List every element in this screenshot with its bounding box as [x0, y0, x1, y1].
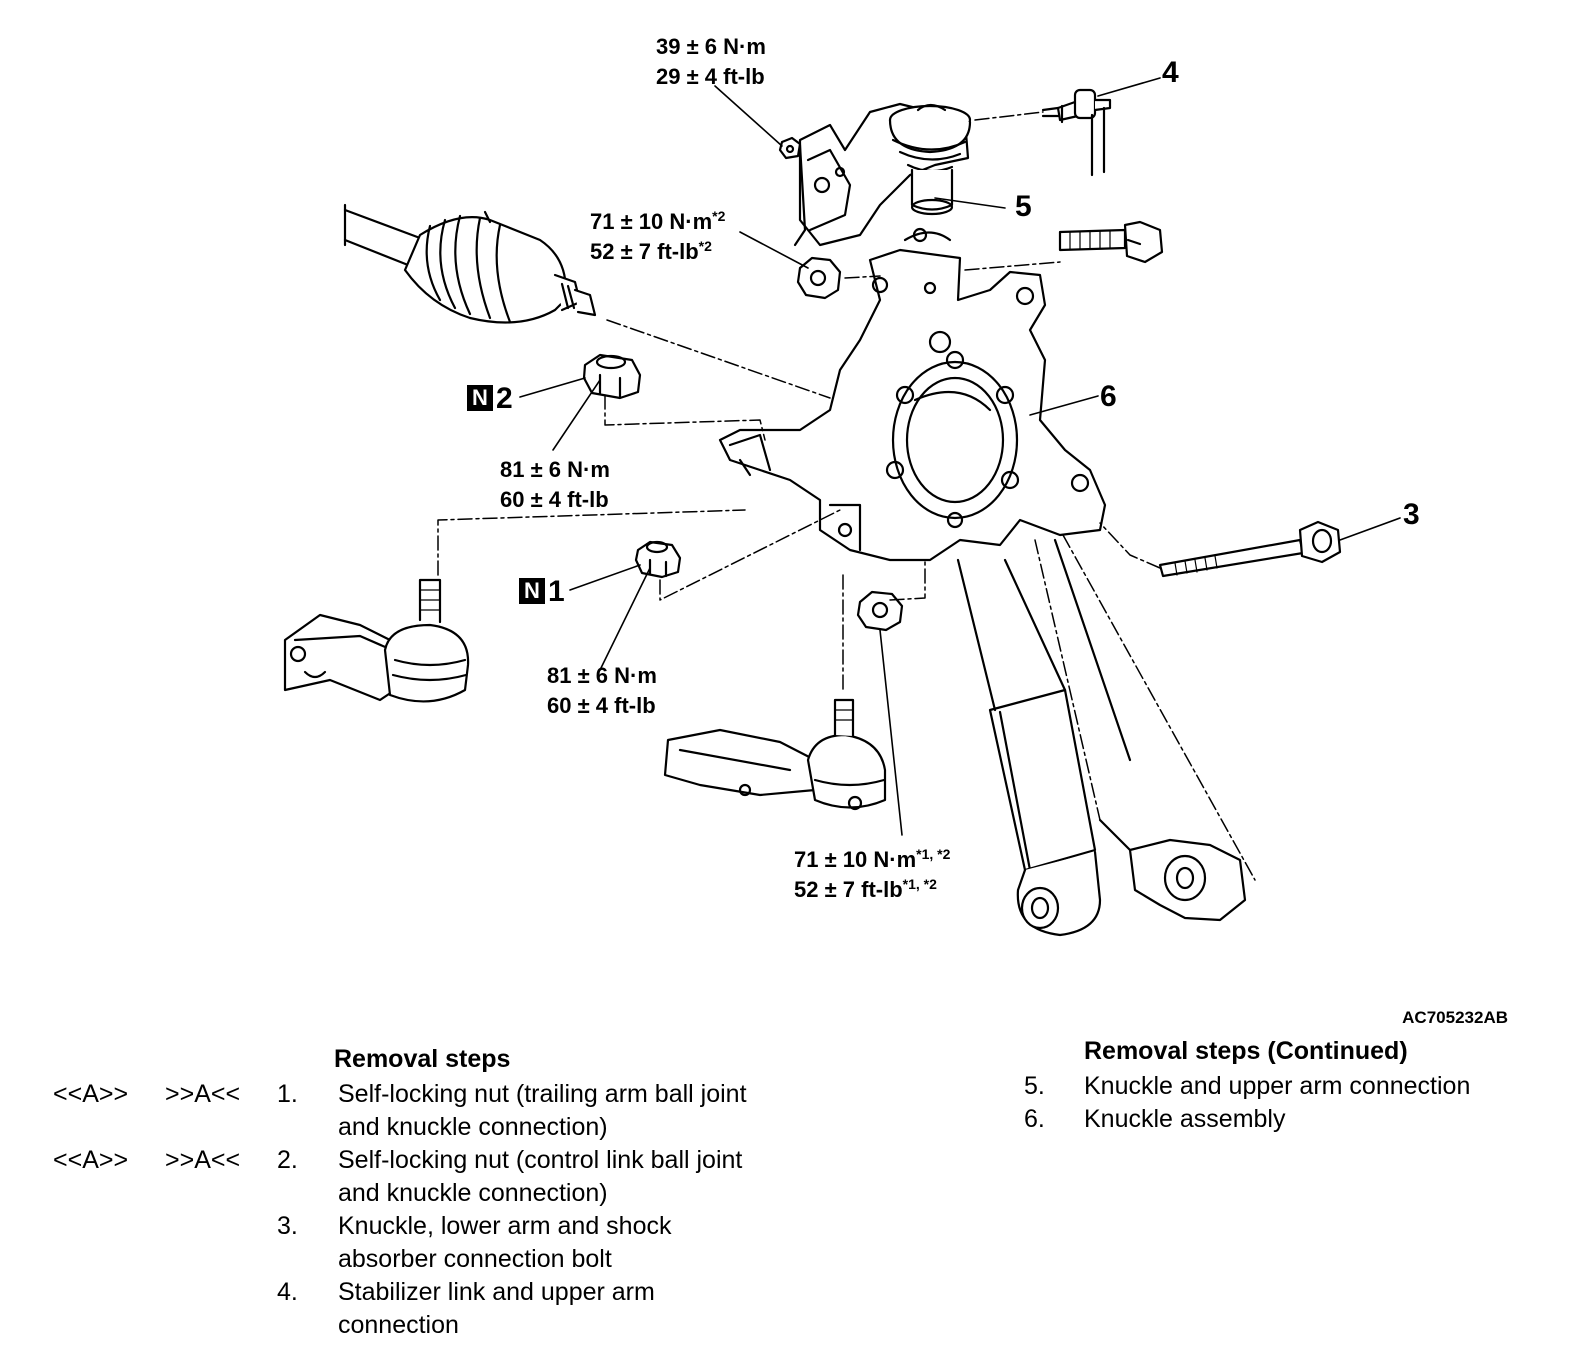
lower-arm-bushing-part — [1098, 818, 1247, 922]
torque-callout-upper-nut: 39 ± 6 N·m 29 ± 4 ft-lb — [656, 32, 766, 92]
step-text: Self-locking nut (trailing arm ball join… — [338, 1080, 747, 1141]
drive-shaft-part — [343, 203, 597, 324]
torque-nm: 81 ± 6 N·m — [500, 457, 610, 482]
torque-ftlb: 60 ± 4 ft-lb — [547, 693, 656, 718]
torque-nm: 39 ± 6 N·m — [656, 34, 766, 59]
item-number: 1 — [548, 575, 565, 608]
removal-step: 6. Knuckle assembly — [1010, 1103, 1510, 1136]
torque-ftlb: 52 ± 7 ft-lb — [590, 239, 699, 264]
leader-lines — [519, 77, 1401, 836]
n-mark-icon: N — [519, 578, 545, 604]
torque-ftlb: 60 ± 4 ft-lb — [500, 487, 609, 512]
torque-ftlb: 29 ± 4 ft-lb — [656, 64, 765, 89]
stabilizer-link-part — [1041, 88, 1112, 177]
step-ref-removal: <<A>> — [53, 1080, 129, 1108]
torque-callout-upper-flange-nut: 71 ± 10 N·m*2 52 ± 7 ft-lb*2 — [590, 207, 725, 267]
footnote-mark: *1, *2 — [916, 846, 951, 862]
self-locking-nut-1-part — [634, 540, 682, 579]
torque-ftlb: 52 ± 7 ft-lb — [794, 877, 903, 902]
step-text: Knuckle, lower arm and shock absorber co… — [338, 1212, 672, 1273]
step-number: 5. — [1024, 1072, 1045, 1100]
removal-steps-continued-heading: Removal steps (Continued) — [1084, 1037, 1408, 1065]
removal-steps-list: <<A>> >>A<< 1. Self-locking nut (trailin… — [0, 1078, 780, 1342]
removal-step: 3. Knuckle, lower arm and shock absorber… — [0, 1210, 780, 1276]
removal-step: <<A>> >>A<< 2. Self-locking nut (control… — [0, 1144, 780, 1210]
lower-flange-nut-part — [856, 590, 904, 632]
removal-step: 4. Stabilizer link and upper arm connect… — [0, 1276, 780, 1342]
trailing-arm-ball-joint-part — [283, 578, 470, 703]
figure-code: AC705232AB — [1402, 1008, 1508, 1027]
item-label-5: 5 — [1015, 190, 1032, 223]
control-link-ball-joint-part — [663, 698, 887, 811]
step-ref-installation: >>A<< — [165, 1146, 241, 1174]
step-ref-removal: <<A>> — [53, 1146, 129, 1174]
step-number: 4. — [277, 1278, 298, 1306]
footnote-mark: *2 — [698, 238, 712, 254]
item-label-3: 3 — [1403, 498, 1420, 531]
step-number: 6. — [1024, 1105, 1045, 1133]
step-number: 3. — [277, 1212, 298, 1240]
item-label-6: 6 — [1100, 380, 1117, 413]
step-text: Knuckle and upper arm connection — [1084, 1072, 1471, 1100]
step-text: Knuckle assembly — [1084, 1105, 1286, 1133]
step-number: 2. — [277, 1146, 298, 1174]
item-number: 2 — [496, 382, 513, 415]
footnote-mark: *2 — [712, 208, 726, 224]
assembly-guide-lines — [437, 111, 1256, 881]
torque-callout-nut-2: 81 ± 6 N·m 60 ± 4 ft-lb — [500, 455, 610, 515]
footnote-mark: *1, *2 — [902, 876, 937, 892]
step-text: Stabilizer link and upper arm connection — [338, 1278, 655, 1339]
torque-callout-nut-1: 81 ± 6 N·m 60 ± 4 ft-lb — [547, 661, 657, 721]
torque-nm: 81 ± 6 N·m — [547, 663, 657, 688]
torque-callout-lower-flange-nut: 71 ± 10 N·m*1, *2 52 ± 7 ft-lb*1, *2 — [794, 845, 950, 905]
removal-steps-continued-list: 5. Knuckle and upper arm connection 6. K… — [1010, 1070, 1510, 1136]
step-number: 1. — [277, 1080, 298, 1108]
step-ref-installation: >>A<< — [165, 1080, 241, 1108]
removal-step: <<A>> >>A<< 1. Self-locking nut (trailin… — [0, 1078, 780, 1144]
knuckle-exploded-diagram — [283, 77, 1401, 937]
self-locking-nut-2-part — [582, 353, 642, 400]
torque-nm: 71 ± 10 N·m — [590, 209, 713, 234]
n-mark-icon: N — [467, 385, 493, 411]
step-text: Self-locking nut (control link ball join… — [338, 1146, 743, 1207]
upper-arm-part — [783, 102, 972, 247]
removal-steps-heading: Removal steps — [334, 1045, 511, 1073]
item-label-4: 4 — [1162, 56, 1179, 89]
upper-arm-nut-part — [778, 136, 802, 160]
shock-absorber-part — [956, 538, 1132, 937]
torque-nm: 71 ± 10 N·m — [794, 847, 917, 872]
connection-bolt-3-part — [1158, 520, 1342, 578]
upper-bolt-part — [1058, 220, 1164, 264]
knuckle-part — [718, 227, 1107, 562]
upper-flange-nut-part — [796, 256, 842, 300]
removal-step: 5. Knuckle and upper arm connection — [1010, 1070, 1510, 1103]
